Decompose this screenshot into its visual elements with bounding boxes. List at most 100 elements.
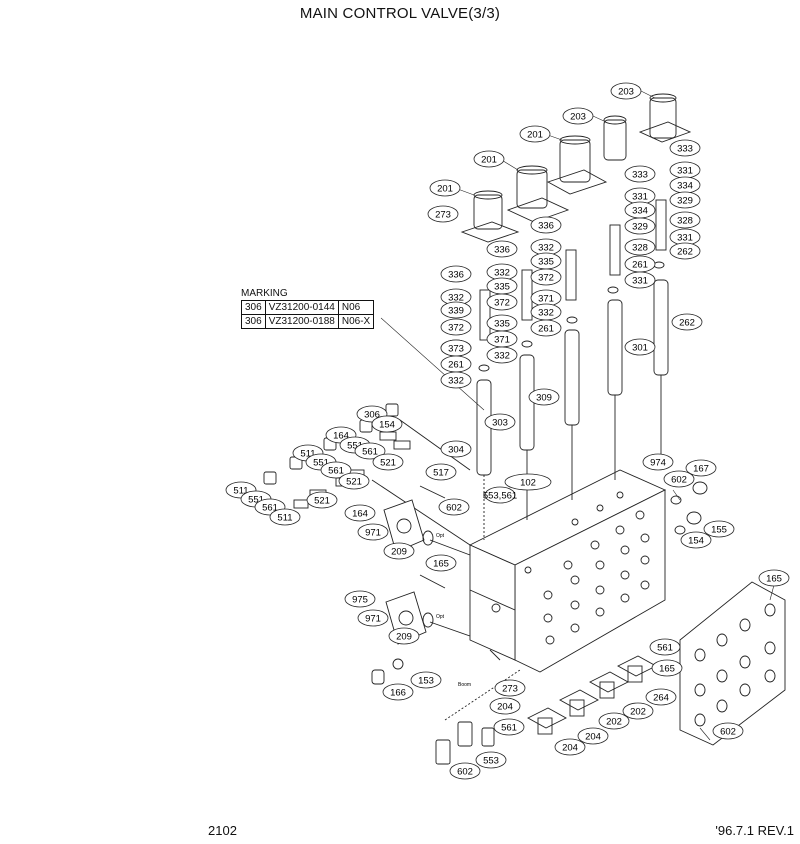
- callout-bubble: [372, 453, 404, 471]
- callout-number: 521: [380, 458, 396, 469]
- callout-number: 511: [300, 449, 315, 460]
- callout: 372: [530, 268, 562, 286]
- callout-bubble: [669, 211, 701, 229]
- callout-bubble: [624, 271, 656, 289]
- callout: 561: [320, 461, 352, 479]
- table-cell: 306: [241, 300, 266, 315]
- callout: 165: [758, 569, 790, 587]
- callout: 332: [486, 346, 518, 364]
- callout-bubble: [440, 265, 472, 283]
- callout: 332: [440, 371, 472, 389]
- callout-bubble: [438, 498, 470, 516]
- callout-bubble: [528, 388, 560, 406]
- callout-bubble: [649, 638, 681, 656]
- callout-number: 331: [632, 276, 648, 287]
- callout-number: 373: [448, 344, 464, 355]
- callout-bubble: [427, 205, 459, 223]
- callout-bubble: [425, 554, 457, 572]
- callout: 336: [530, 216, 562, 234]
- callout-number: 165: [659, 664, 675, 675]
- callout: 203: [610, 82, 642, 100]
- callout-number: 974: [650, 458, 666, 469]
- callout-bubble: [484, 486, 516, 504]
- callout-bubble: [554, 738, 586, 756]
- callout-number: 336: [538, 221, 554, 232]
- callout: 602: [712, 722, 744, 740]
- callout-number: 335: [494, 282, 510, 293]
- callout-number: 971: [365, 614, 381, 625]
- callout-number: 335: [494, 319, 510, 330]
- table-cell: N06-X: [337, 314, 375, 329]
- callout: 303: [484, 413, 516, 431]
- callout: 204: [577, 727, 609, 745]
- callout-number: 551: [347, 441, 363, 452]
- callout-bubble: [624, 217, 656, 235]
- part-callouts: 203 203 201 201 201 273 333 331 334 329 …: [225, 82, 790, 780]
- callout-bubble: [486, 293, 518, 311]
- callout-bubble: [645, 688, 677, 706]
- callout-bubble: [473, 150, 505, 168]
- callout-number: 203: [570, 112, 586, 123]
- callout-bubble: [269, 508, 301, 526]
- callout-number: 261: [538, 324, 554, 335]
- table-cell: 306: [241, 314, 266, 329]
- body-ports: [491, 491, 650, 645]
- callout-bubble: [357, 609, 389, 627]
- callout: 154: [680, 531, 712, 549]
- callout-number: 329: [677, 196, 693, 207]
- callout: 371: [486, 330, 518, 348]
- callout: 339: [440, 301, 472, 319]
- callout: 335: [486, 277, 518, 295]
- callout: 167: [685, 459, 717, 477]
- callout-number: 332: [448, 376, 464, 387]
- table-cell: VZ31200-0188: [264, 314, 339, 329]
- callout: 971: [357, 609, 389, 627]
- callout: 333: [624, 165, 656, 183]
- callout: 561: [493, 718, 525, 736]
- callout-number: 372: [494, 298, 510, 309]
- callout-bubble: [622, 702, 654, 720]
- callout-number: 561: [657, 643, 673, 654]
- callout: 261: [440, 355, 472, 373]
- opt-label-lower: Opt: [436, 614, 445, 620]
- callout: 329: [669, 191, 701, 209]
- callout: 602: [438, 498, 470, 516]
- callout-number: 328: [632, 243, 648, 254]
- callout-bubble: [642, 453, 674, 471]
- callout-number: 332: [448, 293, 464, 304]
- callout-number: 165: [766, 574, 782, 585]
- callout: 602: [663, 470, 695, 488]
- callout: 309: [528, 388, 560, 406]
- callout-number: 201: [481, 155, 497, 166]
- callout-number: 332: [538, 243, 554, 254]
- callout: 975: [344, 590, 376, 608]
- callout-number: 154: [379, 420, 395, 431]
- table-row: 306 VZ31200-0188 N06-X: [241, 314, 375, 329]
- callout: 102: [504, 473, 552, 491]
- callout-number: 371: [494, 335, 510, 346]
- revision-label: '96.7.1 REV.1: [715, 823, 794, 838]
- callout-number: 553,561: [483, 491, 517, 502]
- callout-number: 336: [448, 270, 464, 281]
- callout: 334: [624, 201, 656, 219]
- callout-number: 203: [618, 87, 634, 98]
- callout-number: 332: [494, 268, 510, 279]
- callout: 261: [624, 255, 656, 273]
- callout: 165: [651, 659, 683, 677]
- callout-number: 202: [606, 717, 622, 728]
- callout: 333: [669, 139, 701, 157]
- callout-number: 335: [538, 257, 554, 268]
- callout-number: 309: [536, 393, 552, 404]
- callout-number: 167: [693, 464, 709, 475]
- callout: 521: [306, 491, 338, 509]
- callout: 329: [624, 217, 656, 235]
- callout-number: 517: [433, 468, 449, 479]
- callout-number: 261: [448, 360, 464, 371]
- callout: 971: [357, 523, 389, 541]
- callout-bubble: [371, 415, 403, 433]
- callout-number: 553: [483, 756, 499, 767]
- callout-bubble: [651, 659, 683, 677]
- callout: 553,561: [483, 486, 517, 504]
- callout-number: 262: [679, 318, 695, 329]
- callout-number: 602: [671, 475, 687, 486]
